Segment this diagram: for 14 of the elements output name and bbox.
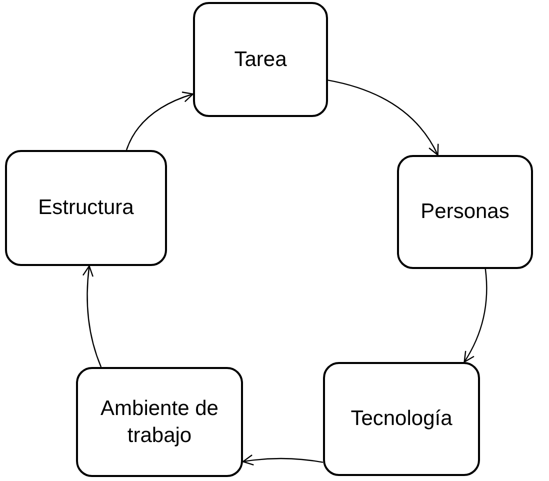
curved-arrow [242,454,324,466]
box-label: Personas [420,199,510,226]
curved-arrow [328,80,438,156]
box-label: Tecnología [350,406,452,432]
process-box [323,362,480,476]
box-label: Tarea [234,46,287,73]
curved-arrow [82,265,102,368]
process-box [76,367,243,477]
process-box [397,155,533,269]
process-box [193,2,328,117]
box-label: Estructura [38,195,134,222]
curved-arrow [464,268,488,363]
process-box [5,150,167,266]
box-label: Ambiente de trabajo [100,396,220,449]
